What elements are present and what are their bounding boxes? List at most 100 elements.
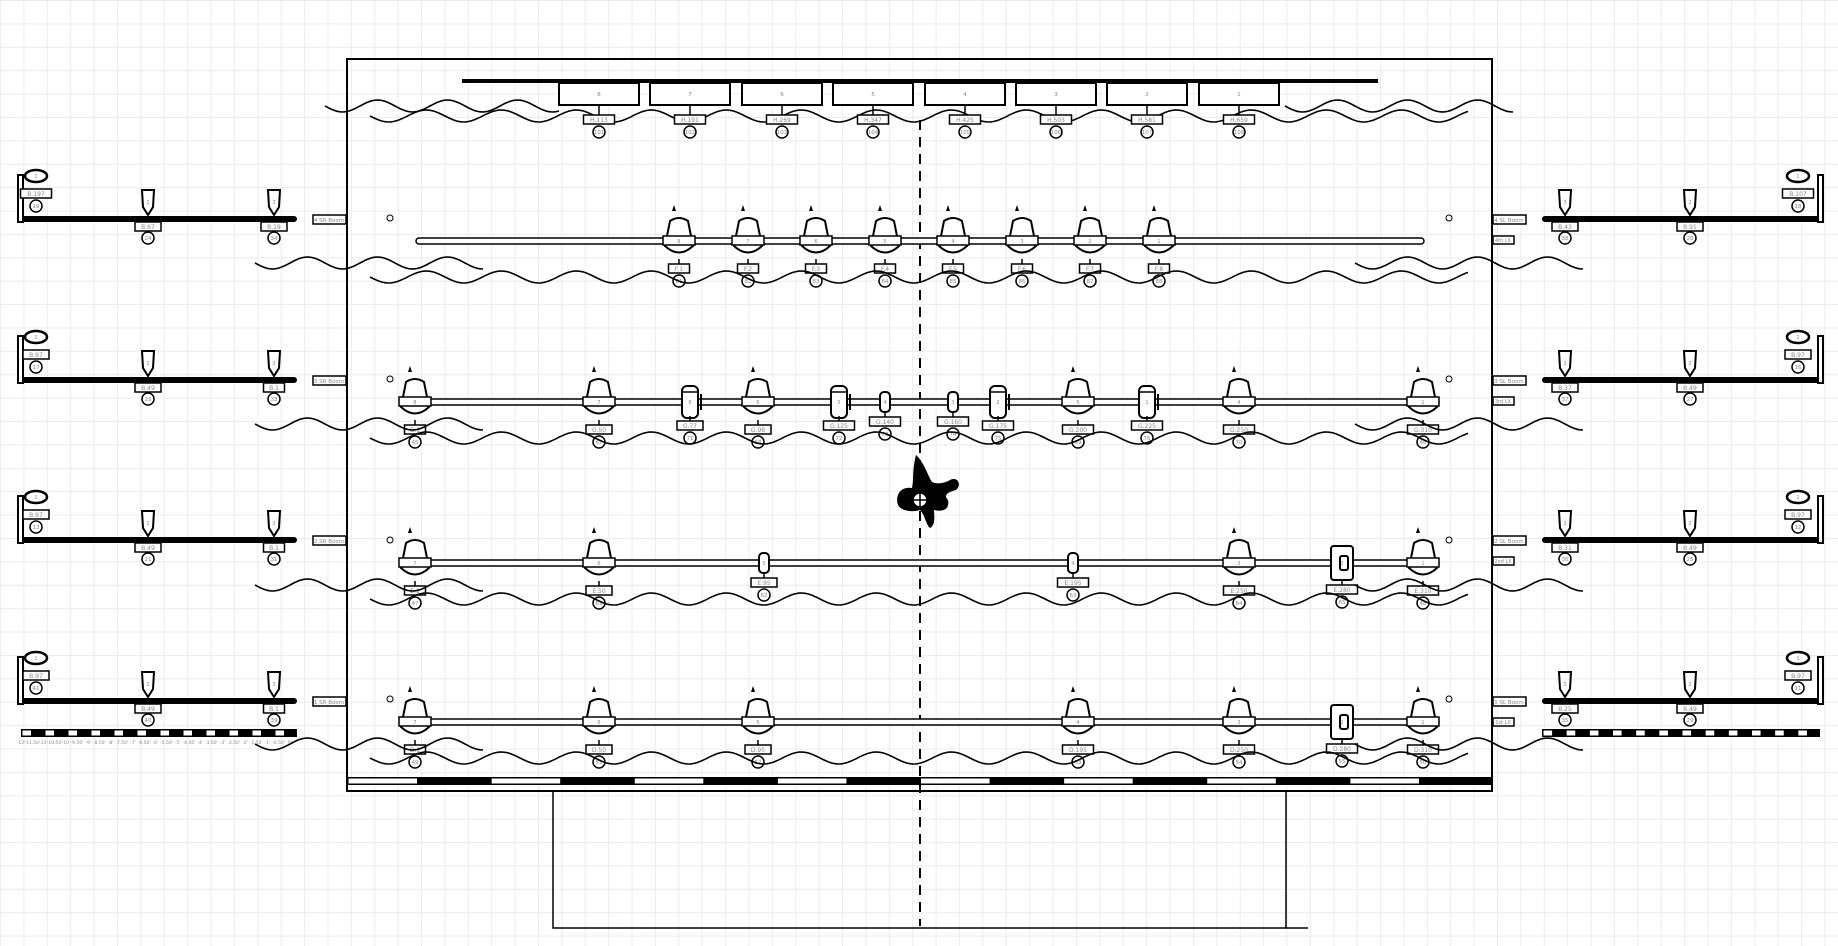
lx-fixture[interactable]: 7F.282: [731, 205, 765, 288]
circuit-number[interactable]: 82: [745, 279, 752, 285]
boom-fixture[interactable]: 3B.133: [262, 350, 286, 406]
circuit-number[interactable]: 47: [412, 601, 419, 607]
lx-fixture[interactable]: 4F.585: [936, 205, 970, 288]
lx-pipe[interactable]: [403, 559, 1440, 567]
circuit-number[interactable]: 36: [1562, 557, 1569, 563]
circuit-number[interactable]: 27: [1687, 397, 1694, 403]
circuit-number[interactable]: 48: [1420, 601, 1427, 607]
circuit-number[interactable]: 38: [1562, 236, 1569, 242]
boom-pipe[interactable]: [1542, 537, 1820, 543]
circuit-number[interactable]: 104: [868, 130, 879, 136]
circuit-number[interactable]: 108: [1234, 130, 1245, 136]
boom-fixture[interactable]: 3B.139: [262, 671, 286, 727]
circuit-number[interactable]: 31: [271, 557, 278, 563]
circuit-number[interactable]: 33: [271, 397, 278, 403]
circuit-number[interactable]: 105: [960, 130, 971, 136]
lx-fixture[interactable]: 7E.147: [398, 527, 432, 610]
boom-pipe[interactable]: [1542, 216, 1820, 222]
circuit-number[interactable]: 54: [1236, 760, 1243, 766]
circuit-number[interactable]: 21: [145, 557, 152, 563]
circuit-number[interactable]: 18: [1795, 204, 1802, 210]
circuit-number[interactable]: 74: [950, 432, 957, 438]
circuit-number[interactable]: 61: [596, 601, 603, 607]
circuit-number[interactable]: 19: [33, 204, 40, 210]
circuit-number[interactable]: 25: [1687, 557, 1694, 563]
circuit-number[interactable]: 34: [271, 236, 278, 242]
boom-pipe[interactable]: [20, 698, 297, 704]
lx-fixture[interactable]: 7D.149: [398, 686, 432, 769]
circuit-number[interactable]: 62: [761, 593, 768, 599]
circuit-number[interactable]: 50: [1420, 760, 1427, 766]
circuit-number[interactable]: 75: [995, 436, 1002, 442]
circuit-number[interactable]: 102: [685, 130, 696, 136]
circuit-number[interactable]: 88: [1156, 279, 1163, 285]
circuit-number[interactable]: 16: [1795, 365, 1802, 371]
circuit-number[interactable]: 83: [813, 279, 820, 285]
circuit-number[interactable]: 84: [882, 279, 889, 285]
lx-fixture[interactable]: 8G.145: [398, 366, 432, 449]
lx-fixture[interactable]: 1F.888: [1142, 205, 1176, 288]
circuit-number[interactable]: 72: [836, 436, 843, 442]
circuit-number[interactable]: 101: [594, 130, 605, 136]
circuit-number[interactable]: 76: [1144, 436, 1151, 442]
circuit-number[interactable]: 63: [1070, 593, 1077, 599]
circuit-number[interactable]: 23: [145, 397, 152, 403]
circuit-number[interactable]: 46: [1420, 440, 1427, 446]
lx-pipe[interactable]: [415, 237, 1425, 245]
boom-pipe[interactable]: [20, 377, 297, 383]
boom-pipe[interactable]: [1542, 377, 1820, 383]
circuit-number[interactable]: 69: [1075, 440, 1082, 446]
circuit-number[interactable]: 64: [1236, 601, 1243, 607]
circuit-number[interactable]: 65: [1339, 600, 1346, 606]
circuit-number[interactable]: 37: [1562, 397, 1569, 403]
circuit-number[interactable]: 49: [412, 760, 419, 766]
circuit-number[interactable]: 24: [145, 236, 152, 242]
lx-pipe[interactable]: [403, 398, 1440, 406]
circuit-number[interactable]: 45: [412, 440, 419, 446]
circuit-number[interactable]: 53: [1075, 760, 1082, 766]
circuit-number[interactable]: 67: [596, 440, 603, 446]
